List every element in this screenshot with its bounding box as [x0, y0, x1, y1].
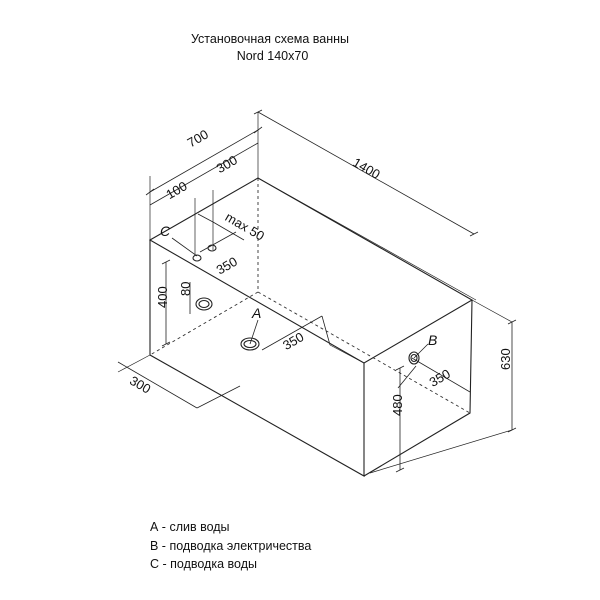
- dim-80: 80: [178, 282, 193, 314]
- bathtub-box: [148, 177, 474, 477]
- dim-700-label: 700: [185, 126, 211, 150]
- dim-350-left: 350: [199, 231, 240, 278]
- dim-350-mid: 350: [261, 315, 331, 353]
- electric-outlet-icon: [408, 343, 429, 365]
- label-a: A: [251, 305, 261, 321]
- label-c: C: [160, 223, 171, 239]
- legend-electric: В - подводка электричества: [150, 539, 312, 553]
- label-b: B: [428, 332, 437, 348]
- extension-lines: [117, 112, 513, 474]
- drain-outlet-icon: [195, 297, 260, 351]
- dim-400: 400: [155, 259, 171, 347]
- box-front-face: [149, 240, 365, 477]
- dim-350-right: 350: [397, 357, 471, 393]
- dim-300-100: 300 100: [149, 142, 259, 206]
- dim-630: 630: [498, 319, 517, 433]
- water-supply-icon: [171, 237, 217, 262]
- hidden-bottom-edge: [257, 291, 471, 414]
- dim-700: 700: [145, 126, 263, 196]
- dim-480: 480: [390, 365, 405, 473]
- dim-80-label: 80: [178, 282, 193, 296]
- diagram-subtitle: Nord 140x70: [236, 49, 309, 63]
- dim-300-bottom-label: 300: [127, 373, 153, 397]
- dim-1400: 1400: [253, 109, 479, 237]
- dim-max50-label: max 50: [223, 209, 267, 243]
- dim-max50: max 50: [197, 209, 267, 244]
- dim-350-mid-label: 350: [280, 329, 306, 353]
- legend-drain: А - слив воды: [150, 520, 230, 534]
- dim-400-label: 400: [155, 286, 170, 308]
- legend-water: С - подводка воды: [150, 557, 257, 571]
- dim-480-label: 480: [390, 394, 405, 416]
- dim-350-left-label: 350: [214, 254, 240, 278]
- dim-630-label: 630: [498, 348, 513, 370]
- dim-1400-label: 1400: [350, 155, 383, 182]
- dim-350-right-label: 350: [427, 366, 453, 390]
- dim-300-bottom: 300: [117, 361, 241, 409]
- box-side-face: [363, 299, 473, 477]
- diagram-title: Установочная схема ванны: [190, 32, 350, 46]
